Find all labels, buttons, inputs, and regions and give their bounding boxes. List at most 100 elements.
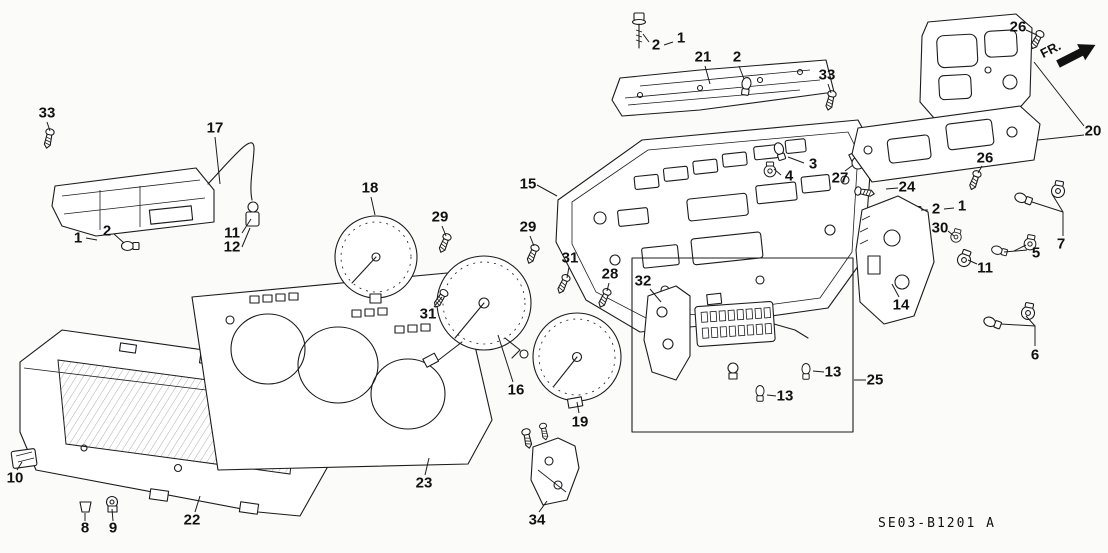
part-34-bracket [530, 437, 580, 506]
callout-24: 24 [898, 178, 916, 196]
callout-19: 19 [571, 413, 589, 431]
leader-line [977, 165, 983, 174]
callout-18: 18 [361, 179, 379, 197]
leader-line [766, 394, 777, 397]
leader-lines [16, 29, 1085, 522]
part-15-meter-case [555, 119, 873, 333]
leader-line [844, 164, 854, 172]
callout-33: 33 [818, 66, 836, 84]
callout-29: 29 [519, 218, 537, 236]
fr-arrow-icon [1056, 44, 1096, 68]
callout-25: 25 [866, 371, 884, 389]
leader-line [1013, 244, 1027, 252]
leader-line [1025, 315, 1036, 327]
callout-2: 2 [102, 222, 112, 240]
leader-line [424, 457, 430, 476]
callout-14: 14 [892, 296, 910, 314]
callout-23: 23 [415, 474, 433, 492]
leader-line [576, 401, 580, 414]
bulb-icon [990, 244, 1009, 258]
bolt-icon [631, 12, 647, 49]
callout-7: 7 [1056, 235, 1066, 253]
leader-line [649, 288, 662, 303]
screw-icon [554, 272, 572, 296]
callout-34: 34 [528, 511, 546, 529]
leader-line [787, 156, 805, 164]
callout-32: 32 [634, 272, 652, 290]
callout-2: 2 [732, 48, 742, 66]
bulb-icon [1012, 190, 1034, 207]
callout-9: 9 [108, 519, 118, 537]
part-16-speedometer [422, 255, 532, 368]
callout-13: 13 [824, 363, 842, 381]
screw-icon [524, 242, 541, 266]
leader-line [241, 227, 251, 248]
leader-line [113, 233, 125, 244]
leader-line [947, 230, 955, 237]
leader-line [1033, 61, 1085, 127]
leader-line [943, 207, 955, 210]
leader-line [566, 266, 570, 279]
leader-line [967, 259, 978, 265]
leader-line [663, 41, 674, 46]
leader-line [812, 370, 825, 373]
callout-16: 16 [507, 381, 525, 399]
part-8-grommet [79, 501, 92, 513]
callout-11: 11 [977, 259, 993, 277]
leader-line [536, 184, 558, 197]
callout-12: 12 [223, 238, 241, 256]
callout-28: 28 [601, 265, 619, 283]
leader-line [704, 65, 711, 85]
callout-1: 1 [957, 197, 967, 215]
leader-line [606, 282, 610, 292]
callout-30: 30 [931, 219, 949, 237]
callout-26: 26 [976, 149, 994, 167]
leader-line [891, 283, 900, 298]
part-21-circuit-board [611, 59, 835, 117]
callout-10: 10 [6, 469, 24, 487]
leader-line [46, 121, 51, 132]
leader-line [441, 225, 447, 237]
leader-line [1000, 323, 1036, 346]
callout-33: 33 [38, 104, 56, 122]
callout-3: 3 [808, 155, 818, 173]
leader-line [497, 334, 514, 383]
callout-13: 13 [776, 387, 794, 405]
callout-31: 31 [561, 249, 579, 267]
leader-line [1031, 201, 1064, 236]
part-19-gauge [532, 312, 622, 409]
callout-27: 27 [831, 169, 849, 187]
callout-1: 1 [676, 29, 686, 47]
part-23-lens-plate [191, 271, 493, 471]
callout-15: 15 [519, 175, 537, 193]
screw-icon [538, 422, 550, 441]
screw-icon [41, 127, 56, 150]
leader-line [1003, 249, 1028, 253]
leader-line [433, 296, 443, 308]
connector-block [694, 300, 776, 348]
leader-line [111, 508, 114, 522]
screw-icon [436, 231, 453, 255]
leader-line [214, 136, 221, 185]
leader-line [538, 500, 548, 513]
part-20-rear-case [851, 13, 1041, 183]
leader-line [1025, 29, 1038, 36]
leader-line [529, 235, 535, 247]
part-25-subassembly [631, 257, 854, 433]
leader-line [16, 461, 23, 471]
leader-line [773, 168, 782, 176]
callout-2: 2 [931, 200, 941, 218]
drawing-number: SE03-B1201 A [878, 516, 996, 531]
callout-1: 1 [73, 229, 83, 247]
callout-11: 11 [224, 224, 240, 242]
bulb-icon [981, 314, 1003, 331]
part-10-clip [10, 448, 38, 469]
leader-line [827, 83, 832, 94]
leader-line [642, 33, 650, 43]
callout-6: 6 [1030, 346, 1040, 364]
leader-line [370, 196, 376, 216]
part-17-bracket-cable [51, 142, 260, 237]
screw-icon [520, 427, 535, 450]
